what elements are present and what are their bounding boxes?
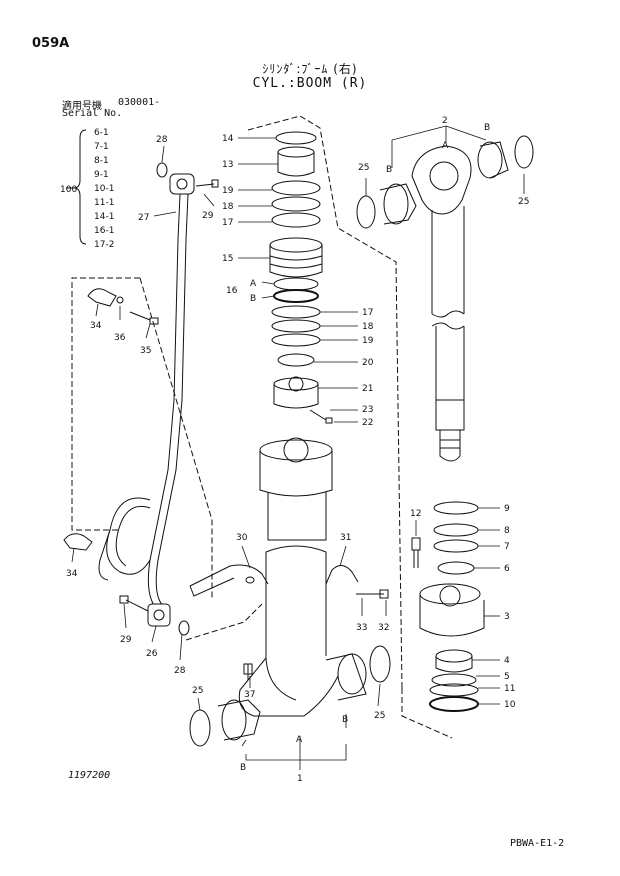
flange-top	[156, 162, 219, 195]
callout-6: 6	[504, 564, 510, 574]
callout-19b: 19	[362, 336, 374, 346]
callout-11: 11	[504, 684, 515, 694]
group-item: 6-1	[94, 128, 109, 138]
callout-18b: 18	[362, 322, 374, 332]
page-code: 059A	[32, 36, 70, 51]
group-item: 9-1	[94, 170, 109, 180]
callout-21: 21	[362, 384, 373, 394]
callout-leaders	[71, 125, 525, 770]
callout-26: 26	[146, 649, 158, 659]
clamp-top	[87, 288, 159, 325]
callout-10: 10	[504, 700, 516, 710]
group-item: 17-2	[94, 240, 114, 250]
label-A-16: A	[250, 279, 257, 289]
leader-lines	[71, 115, 453, 739]
serial-value: 030001-	[118, 97, 161, 108]
label-B-16: B	[250, 294, 256, 304]
label-B-bottom-right: B	[342, 715, 348, 725]
group-item: 8-1	[94, 156, 109, 166]
label-B-top-left: B	[386, 165, 392, 175]
callout-13: 13	[222, 160, 233, 170]
label-B-bottom-left: B	[240, 763, 246, 773]
seal-stack	[269, 131, 333, 424]
piston-rod	[411, 145, 472, 462]
callout-25b: 25	[518, 197, 529, 207]
callout-30: 30	[236, 533, 248, 543]
callout-29: 29	[202, 211, 214, 221]
callout-17b: 17	[362, 308, 373, 318]
callout-1: 1	[297, 774, 303, 784]
callout-31: 31	[340, 533, 351, 543]
clamp-bottom	[63, 533, 93, 551]
callout-22: 22	[362, 418, 373, 428]
page-title-jp: ｼﾘﾝﾀﾞ:ﾌﾞｰﾑ (右)	[262, 62, 358, 76]
callout-18: 18	[222, 202, 234, 212]
callout-37: 37	[244, 690, 255, 700]
bracket-31	[325, 565, 389, 599]
flange-bottom	[119, 595, 190, 636]
callout-34: 34	[90, 321, 102, 331]
group-item: 16-1	[94, 226, 114, 236]
callout-34b: 34	[66, 569, 78, 579]
callout-25c: 25	[192, 686, 203, 696]
callout-5: 5	[504, 672, 510, 682]
callout-25a: 25	[358, 163, 369, 173]
callout-32: 32	[378, 623, 389, 633]
group-item: 11-1	[94, 198, 114, 208]
callout-33: 33	[356, 623, 367, 633]
piston-seals	[419, 501, 485, 712]
group-item: 7-1	[94, 142, 109, 152]
bracket-30	[189, 564, 269, 597]
callout-27: 27	[138, 213, 149, 223]
label-A-bottom: A	[296, 735, 303, 745]
callout-36: 36	[114, 333, 126, 343]
serial-label-jp: 適用号機	[62, 101, 102, 112]
callout-23: 23	[362, 405, 373, 415]
group-item: 14-1	[94, 212, 114, 222]
callout-15: 15	[222, 254, 233, 264]
hose-27	[98, 193, 189, 613]
callout-28: 28	[156, 135, 168, 145]
page-title: CYL.:BOOM (R)	[252, 76, 368, 91]
drawing-number: 1197200	[68, 770, 111, 781]
callout-25d: 25	[374, 711, 385, 721]
callout-20: 20	[362, 358, 374, 368]
callout-29b: 29	[120, 635, 132, 645]
bolt-12	[411, 537, 421, 568]
callout-3: 3	[504, 612, 510, 622]
label-A-top: A	[442, 141, 449, 151]
callout-17: 17	[222, 218, 233, 228]
callout-2: 2	[442, 116, 448, 126]
group-number: 100	[60, 185, 77, 195]
group-bracket	[66, 129, 87, 245]
label-B-top-right: B	[484, 123, 490, 133]
callout-4: 4	[504, 656, 510, 666]
bushings-bottom	[189, 645, 391, 747]
cylinder-tube	[238, 437, 339, 717]
document-code: PBWA-E1-2	[510, 838, 565, 849]
callout-9: 9	[504, 504, 510, 514]
serial-label: Serial No.	[62, 108, 123, 119]
bushings-top	[356, 135, 534, 229]
callout-16: 16	[226, 286, 238, 296]
group-item: 10-1	[94, 184, 114, 194]
callout-19: 19	[222, 186, 234, 196]
callout-7: 7	[504, 542, 510, 552]
callout-labels: 14 13 19 18 17 15 16 17 18 19 20 21 23 2…	[60, 116, 529, 784]
callout-28b: 28	[174, 666, 186, 676]
callout-35: 35	[140, 346, 151, 356]
callout-14: 14	[222, 134, 234, 144]
callout-8: 8	[504, 526, 510, 536]
callout-12: 12	[410, 509, 421, 519]
